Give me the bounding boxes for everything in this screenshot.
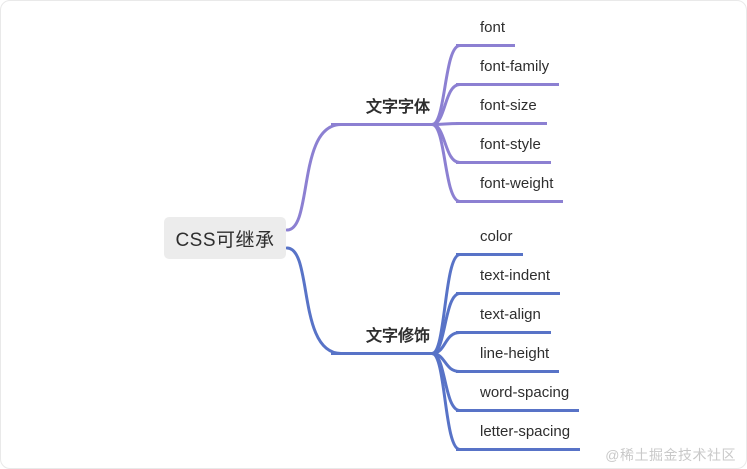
leaf-node-font-weight[interactable]: font-weight: [456, 174, 564, 203]
leaf-node-letter-spacing[interactable]: letter-spacing: [456, 422, 581, 451]
connector: [285, 123, 434, 232]
root-node[interactable]: CSS可继承: [164, 217, 286, 259]
branch-node-decoration[interactable]: 文字修饰: [331, 327, 435, 355]
leaf-node-text-align[interactable]: text-align: [456, 305, 551, 334]
leaf-node-font-style[interactable]: font-style: [456, 135, 551, 164]
leaf-node-word-spacing[interactable]: word-spacing: [456, 383, 580, 412]
branch-node-font[interactable]: 文字字体: [331, 98, 435, 126]
watermark: @稀土掘金技术社区: [605, 447, 736, 463]
leaf-node-color[interactable]: color: [456, 227, 523, 256]
leaf-node-line-height[interactable]: line-height: [456, 344, 560, 373]
leaf-node-text-indent[interactable]: text-indent: [456, 266, 561, 295]
leaf-node-font-family[interactable]: font-family: [456, 57, 560, 86]
leaf-node-font[interactable]: font: [456, 18, 516, 47]
leaf-node-font-size[interactable]: font-size: [456, 96, 547, 125]
